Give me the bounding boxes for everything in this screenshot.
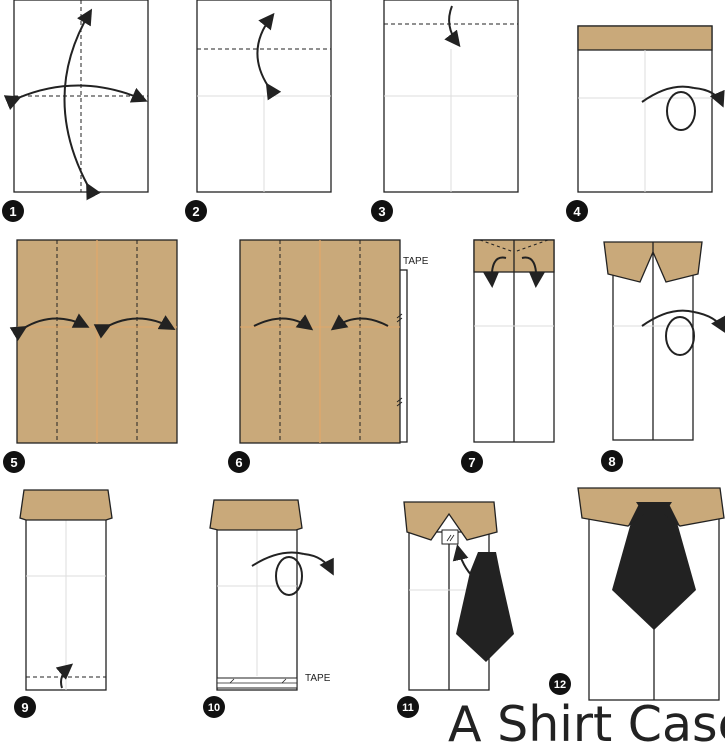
step-badge-3: 3 <box>371 200 393 222</box>
step-number: 9 <box>21 700 28 715</box>
step-badge-1: 1 <box>2 200 24 222</box>
tape-label-step-6: TAPE <box>403 256 429 267</box>
step-number: 5 <box>10 455 17 470</box>
step-badge-2: 2 <box>185 200 207 222</box>
step-5-diagram <box>9 239 178 444</box>
step-10-diagram <box>209 499 334 691</box>
step-number: 12 <box>554 679 566 691</box>
step-2-diagram <box>196 0 332 193</box>
step-4-diagram <box>577 25 725 193</box>
step-7-diagram <box>473 239 555 443</box>
step-8-diagram <box>603 241 725 441</box>
step-number: 2 <box>192 204 199 219</box>
step-number: 11 <box>402 702 414 714</box>
page-title: A Shirt Case <box>448 696 725 753</box>
step-number: 3 <box>378 204 385 219</box>
step-badge-6: 6 <box>228 451 250 473</box>
step-badge-8: 8 <box>601 450 623 472</box>
tape-label-step-10: TAPE <box>305 673 331 684</box>
step-number: 7 <box>468 455 475 470</box>
step-badge-9: 9 <box>14 696 36 718</box>
step-1-diagram <box>3 0 149 201</box>
step-6-diagram <box>239 239 408 444</box>
step-number: 10 <box>208 702 220 714</box>
step-badge-10: 10 <box>203 696 225 718</box>
step-11-diagram <box>403 501 514 691</box>
step-12-diagram <box>577 487 725 701</box>
step-number: 6 <box>235 455 242 470</box>
step-badge-5: 5 <box>3 451 25 473</box>
step-badge-11: 11 <box>397 696 419 718</box>
step-9-diagram <box>19 489 113 691</box>
step-badge-12: 12 <box>549 673 571 695</box>
step-number: 1 <box>9 204 16 219</box>
step-3-diagram <box>383 0 519 193</box>
step-number: 4 <box>573 204 581 219</box>
step-badge-4: 4 <box>566 200 588 222</box>
step-number: 8 <box>608 454 615 469</box>
step-badge-7: 7 <box>461 451 483 473</box>
